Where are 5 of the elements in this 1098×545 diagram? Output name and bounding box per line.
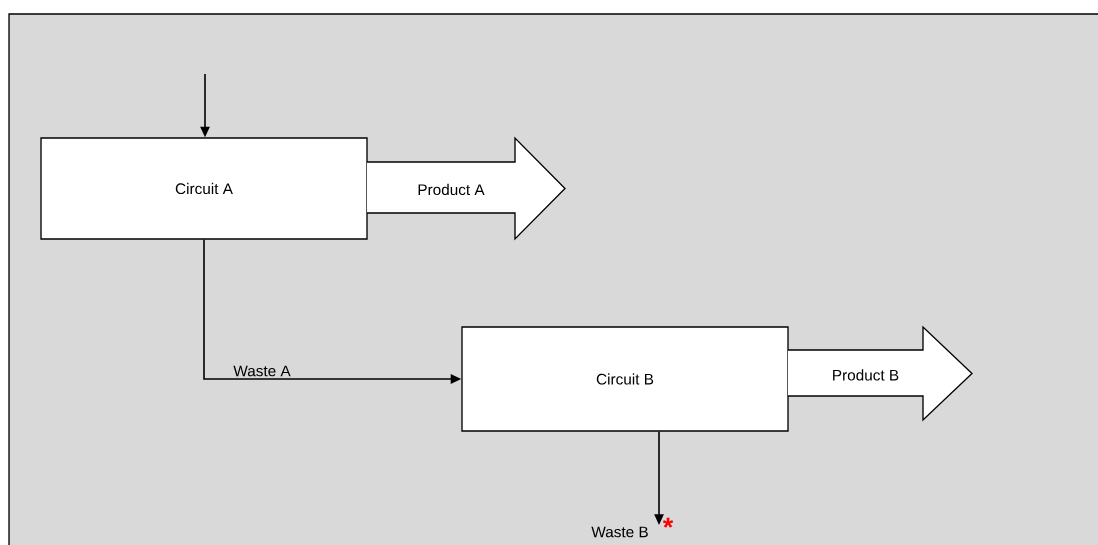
asterisk: * <box>662 517 674 528</box>
edge-label: Waste A <box>232 364 293 378</box>
output-label: Waste B <box>591 526 648 538</box>
process-box: Circuit A <box>40 137 368 240</box>
process-box: Circuit B <box>461 326 789 432</box>
